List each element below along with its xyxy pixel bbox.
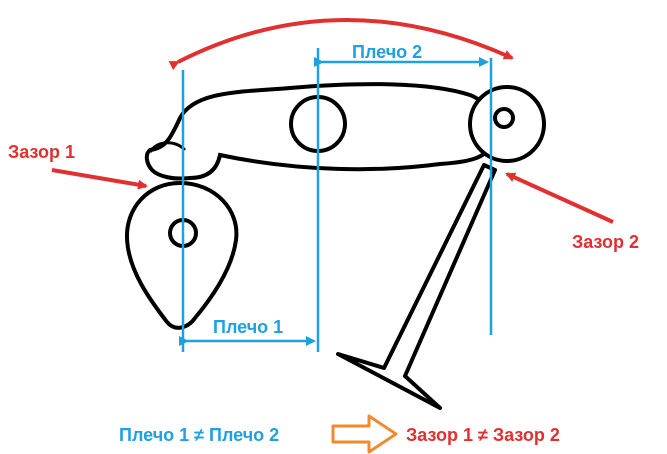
formula-right: Зазор 1 ≠ Зазор 2 bbox=[406, 425, 560, 445]
rocker-end-roller-hub bbox=[493, 107, 515, 129]
gap2-label: Зазор 2 bbox=[572, 232, 639, 252]
arm1-label: Плечо 1 bbox=[213, 317, 283, 337]
formula-left: Плечо 1 ≠ Плечо 2 bbox=[119, 425, 279, 445]
rocker-end-roller bbox=[468, 85, 546, 163]
arm2-label: Плечо 2 bbox=[352, 42, 422, 62]
valve bbox=[336, 163, 497, 410]
gap1-pointer-arrow bbox=[51, 168, 148, 190]
gap1-label: Зазор 1 bbox=[8, 142, 75, 162]
cam-lobe bbox=[124, 180, 239, 330]
implication-arrow bbox=[331, 414, 398, 454]
gap2-pointer-arrow bbox=[505, 172, 614, 224]
swing-arc-arrow bbox=[168, 18, 514, 71]
